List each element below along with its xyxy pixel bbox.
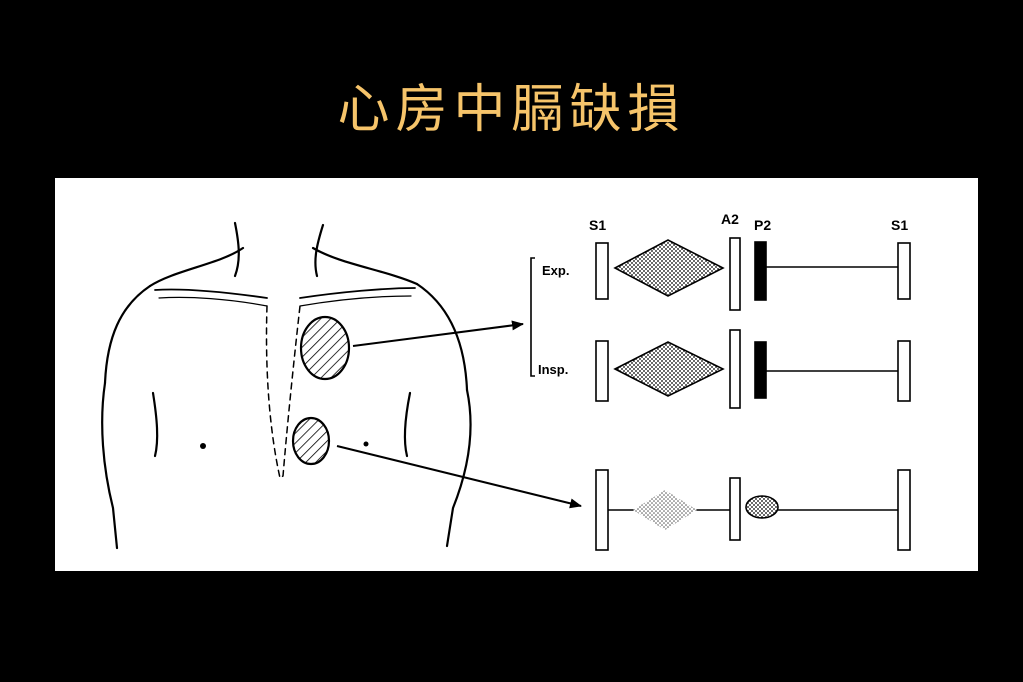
a2-bar (729, 329, 741, 409)
p2-bar (754, 241, 767, 301)
asd-auscultation-diagram: S1 A2 P2 S1 Exp. Insp. (101, 211, 911, 551)
s1-bar-right (897, 340, 911, 402)
systolic-murmur (633, 490, 697, 530)
clavicle-left-lower (158, 296, 268, 307)
trapezius-right (311, 246, 419, 286)
clavicle-right-lower (299, 295, 412, 307)
arm-left (101, 381, 119, 550)
label-expiration: Exp. (542, 263, 569, 278)
diastolic-rumble (745, 495, 779, 519)
inner-arm-right (403, 391, 412, 458)
phonocardiogram-inspiration (595, 329, 911, 409)
label-p2: P2 (754, 217, 771, 233)
neck-right (314, 223, 325, 278)
label-inspiration: Insp. (538, 362, 568, 377)
figure-panel: S1 A2 P2 S1 Exp. Insp. (55, 178, 978, 571)
sound-labels: S1 A2 P2 S1 (589, 211, 908, 233)
pulmonic-area-marker (299, 315, 351, 381)
a2-bar (729, 477, 741, 541)
arm-right (445, 388, 472, 548)
arrow-to-lower-phonocardiogram (336, 445, 582, 509)
s1-bar-right (897, 242, 911, 300)
systolic-ejection-murmur (613, 341, 725, 397)
tricuspid-area-marker (291, 416, 331, 466)
s1-bar-right (897, 469, 911, 551)
label-s1-left: S1 (589, 217, 606, 233)
inner-arm-left (151, 391, 159, 458)
neck-left (233, 221, 240, 278)
s1-bar (595, 242, 609, 300)
torso-illustration (101, 221, 472, 550)
clavicle-left (154, 288, 268, 299)
label-s1-right: S1 (891, 217, 908, 233)
trapezius-left (148, 246, 245, 288)
nipple-right (363, 441, 369, 447)
slide-title: 心房中膈缺損 (337, 80, 686, 140)
a2-bar (729, 237, 741, 311)
sternum-outline (265, 305, 301, 480)
shoulder-right (415, 282, 469, 392)
systolic-ejection-murmur (613, 239, 725, 297)
nipple-left (200, 443, 206, 449)
shoulder-left (103, 284, 152, 385)
phonocardiogram-expiration (595, 237, 911, 311)
respiration-bracket (530, 257, 535, 377)
phonocardiogram-tricuspid (595, 469, 911, 551)
s1-bar (595, 469, 609, 551)
clavicle-right (299, 287, 416, 299)
arrow-to-upper-phonocardiogram (352, 320, 524, 347)
label-a2: A2 (721, 211, 739, 227)
p2-bar (754, 341, 767, 399)
s1-bar (595, 340, 609, 402)
